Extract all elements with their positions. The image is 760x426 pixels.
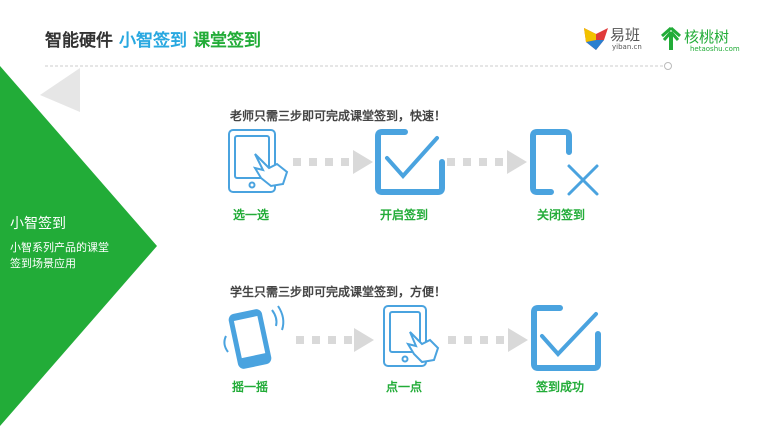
arrow-dots	[293, 150, 527, 174]
tablet-tap-icon	[383, 305, 440, 367]
hetaoshu-url: hetaoshu.com	[690, 45, 740, 53]
step-label: 关闭签到	[537, 208, 586, 222]
sidebar-subtitle: 小智系列产品的课堂 签到场景应用	[10, 240, 109, 272]
title-part: 智能硬件	[45, 31, 113, 51]
yiban-logo-icon	[584, 28, 608, 50]
hetaoshu-name: 核桃树	[684, 28, 730, 46]
tablet-tap-icon	[228, 129, 289, 193]
student-steps	[223, 305, 601, 371]
step-label: 摇一摇	[232, 380, 269, 394]
check-box-icon	[375, 129, 445, 195]
student-heading: 学生只需三步即可完成课堂签到，方便！	[230, 285, 447, 299]
arrow-dots	[296, 328, 528, 352]
tree-icon	[661, 26, 681, 50]
step-label: 开启签到	[380, 208, 429, 222]
subtitle-line: 小智系列产品的课堂	[10, 241, 109, 254]
step-label: 签到成功	[536, 380, 585, 394]
close-box-icon	[530, 129, 599, 196]
yiban-name: 易班	[610, 26, 641, 44]
yiban-url: yiban.cn	[612, 43, 642, 51]
green-triangle	[0, 66, 157, 426]
teacher-steps	[228, 129, 599, 196]
page-title: 智能硬件小智签到课堂签到	[45, 26, 267, 51]
teacher-heading: 老师只需三步即可完成课堂签到，快速！	[230, 109, 447, 123]
divider-circle	[664, 62, 672, 70]
title-part: 小智签到	[119, 31, 187, 51]
title-part: 课堂签到	[193, 31, 261, 51]
sidebar-title: 小智签到	[10, 216, 66, 232]
shake-phone-icon	[223, 305, 285, 369]
step-label: 点一点	[386, 380, 423, 394]
subtitle-line: 签到场景应用	[10, 257, 76, 270]
step-label: 选一选	[233, 208, 270, 222]
success-check-icon	[531, 305, 601, 371]
gray-triangle	[40, 68, 80, 112]
